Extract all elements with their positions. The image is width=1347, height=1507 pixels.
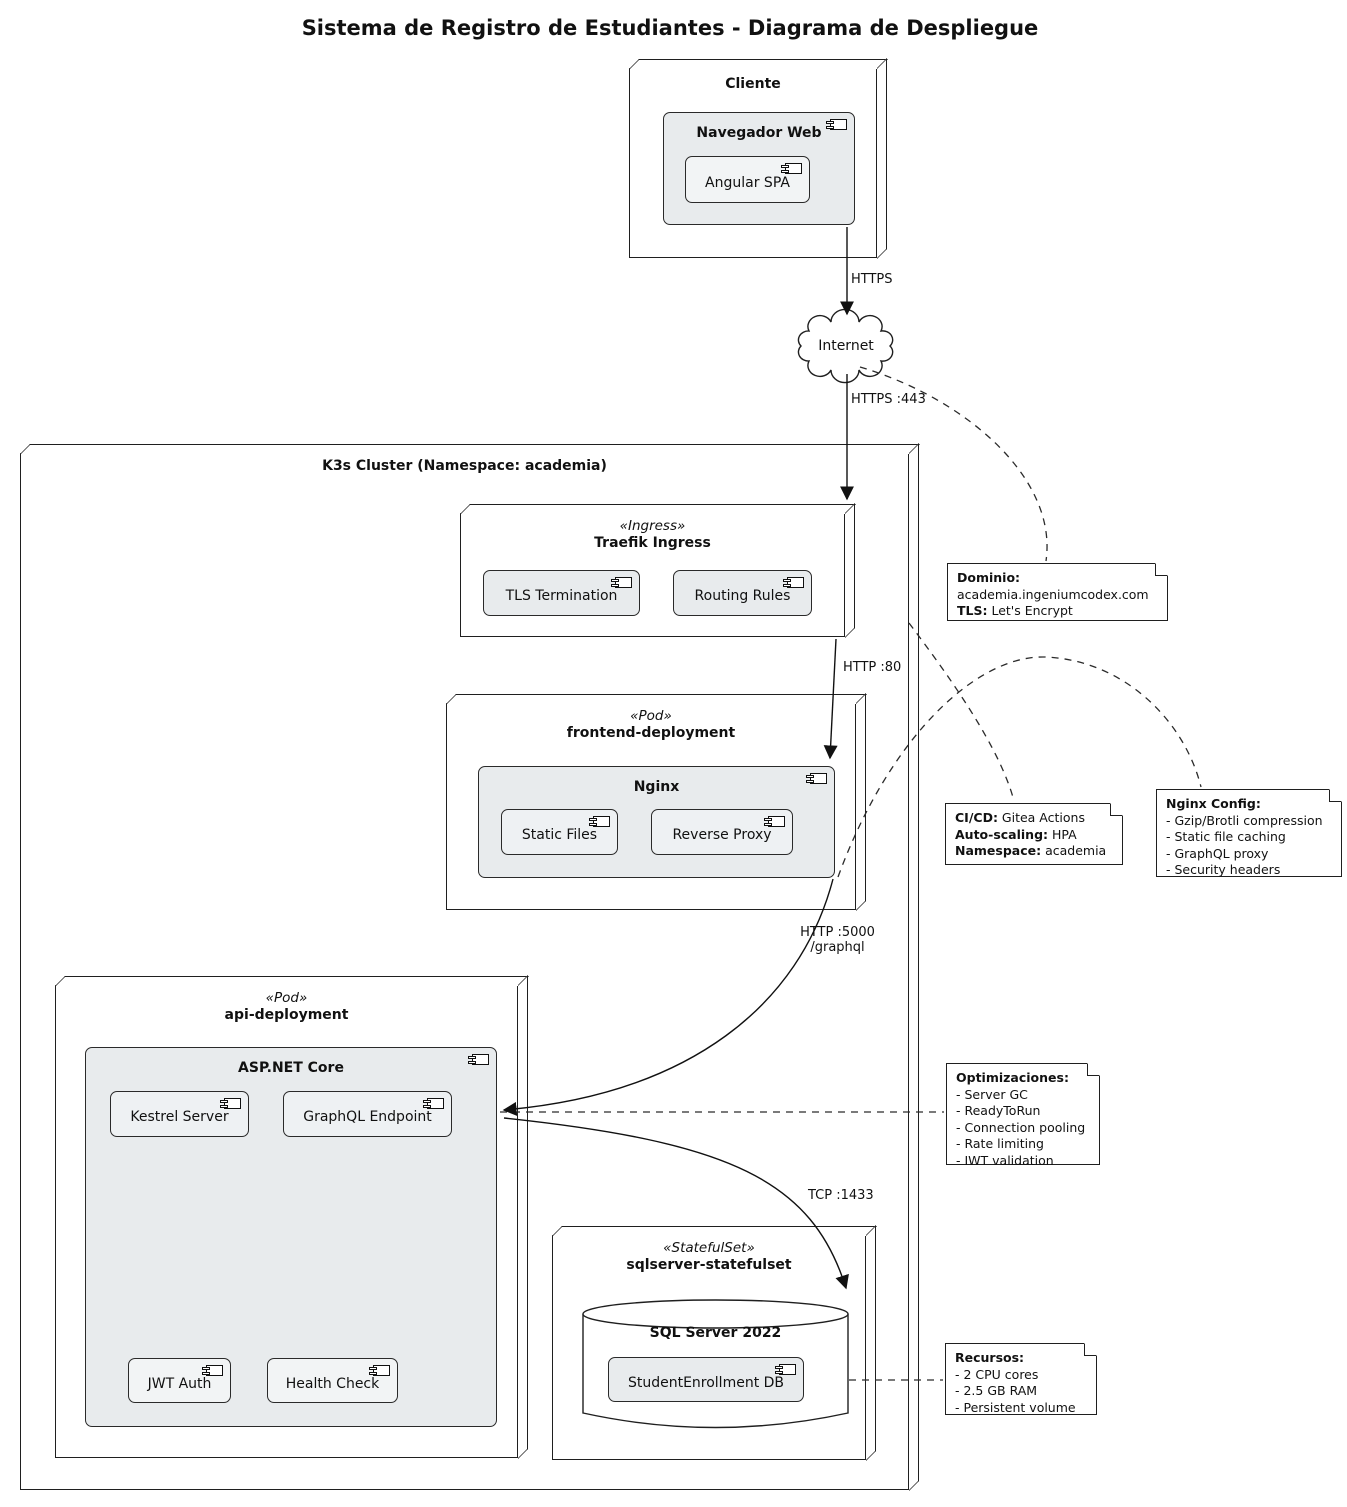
node-3d-top-face bbox=[628, 58, 888, 69]
note-fold-icon bbox=[1087, 1064, 1099, 1076]
component-navegador-web-title: Navegador Web bbox=[696, 125, 822, 141]
component-angular-spa: Angular SPA bbox=[685, 156, 810, 203]
node-3d-top-face bbox=[445, 693, 867, 704]
node-3d-right-face bbox=[908, 442, 919, 1491]
node-api-stereotype: «Pod» bbox=[265, 990, 308, 1006]
component-jwt-auth-label: JWT Auth bbox=[147, 1375, 212, 1392]
node-3d-right-face bbox=[855, 692, 866, 911]
node-statefulset-stereotype: «StatefulSet» bbox=[663, 1240, 755, 1256]
node-3d-top-face bbox=[551, 1225, 877, 1236]
component-nginx-title: Nginx bbox=[633, 779, 680, 795]
node-3d-right-face bbox=[517, 974, 528, 1459]
component-icon bbox=[610, 577, 632, 588]
edge-label-http-80: HTTP :80 bbox=[843, 660, 902, 675]
edge-label-tcp-1433: TCP :1433 bbox=[808, 1188, 874, 1203]
note-fold-icon bbox=[1110, 804, 1122, 816]
component-icon bbox=[201, 1365, 223, 1376]
component-health-check: Health Check bbox=[267, 1358, 398, 1403]
component-icon bbox=[219, 1098, 241, 1109]
note-optimizaciones: Optimizaciones: - Server GC - ReadyToRun… bbox=[946, 1063, 1100, 1165]
component-kestrel-server-label: Kestrel Server bbox=[130, 1109, 229, 1125]
node-3d-right-face bbox=[876, 57, 887, 259]
node-k3s-cluster-title: K3s Cluster (Namespace: academia) bbox=[322, 458, 607, 474]
component-icon bbox=[467, 1054, 489, 1065]
component-student-enrollment-db: StudentEnrollment DB bbox=[608, 1357, 804, 1402]
edge-label-http-5000: HTTP :5000 /graphql bbox=[800, 925, 875, 955]
component-routing-rules: Routing Rules bbox=[673, 570, 812, 616]
node-traefik-title: Traefik Ingress bbox=[594, 535, 711, 551]
component-routing-rules-label: Routing Rules bbox=[694, 588, 791, 604]
component-angular-spa-label: Angular SPA bbox=[705, 174, 790, 191]
component-jwt-auth: JWT Auth bbox=[128, 1358, 231, 1403]
component-icon bbox=[368, 1365, 390, 1376]
database-sql-server-title: SQL Server 2022 bbox=[649, 1325, 782, 1341]
component-tls-termination: TLS Termination bbox=[483, 570, 640, 616]
node-statefulset-title: sqlserver-statefulset bbox=[626, 1257, 792, 1273]
component-static-files: Static Files bbox=[501, 809, 618, 855]
node-api-title: api-deployment bbox=[224, 1007, 349, 1023]
component-icon bbox=[422, 1098, 444, 1109]
edge-label-https-443: HTTPS :443 bbox=[851, 392, 926, 407]
component-icon bbox=[805, 773, 827, 784]
component-tls-termination-label: TLS Termination bbox=[505, 588, 618, 604]
node-cliente-title: Cliente bbox=[725, 76, 781, 92]
component-icon bbox=[782, 577, 804, 588]
node-3d-right-face bbox=[844, 502, 855, 638]
note-recursos: Recursos: - 2 CPU cores - 2.5 GB RAM - P… bbox=[945, 1343, 1097, 1415]
component-graphql-endpoint: GraphQL Endpoint bbox=[283, 1091, 452, 1137]
node-3d-top-face bbox=[19, 443, 920, 454]
note-link-cicd bbox=[908, 622, 1015, 802]
note-fold-icon bbox=[1155, 564, 1167, 576]
component-static-files-label: Static Files bbox=[521, 827, 598, 843]
component-aspnet-core-title: ASP.NET Core bbox=[238, 1060, 344, 1076]
component-kestrel-server: Kestrel Server bbox=[110, 1091, 249, 1137]
node-3d-right-face bbox=[865, 1224, 876, 1461]
internet-cloud-label: Internet bbox=[818, 338, 874, 354]
node-3d-top-face bbox=[459, 503, 856, 514]
note-nginx-config: Nginx Config: - Gzip/Brotli compression … bbox=[1156, 789, 1342, 877]
component-icon bbox=[588, 816, 610, 827]
diagram-title: Sistema de Registro de Estudiantes - Dia… bbox=[301, 16, 1039, 40]
component-reverse-proxy: Reverse Proxy bbox=[651, 809, 793, 855]
note-cicd: CI/CD: Gitea Actions Auto-scaling: HPA N… bbox=[945, 803, 1123, 865]
node-frontend-title: frontend-deployment bbox=[566, 725, 736, 741]
node-frontend-stereotype: «Pod» bbox=[630, 708, 672, 724]
node-3d-top-face bbox=[54, 975, 529, 986]
note-fold-icon bbox=[1329, 790, 1341, 802]
component-student-enrollment-db-label: StudentEnrollment DB bbox=[627, 1374, 785, 1391]
node-traefik-stereotype: «Ingress» bbox=[619, 518, 686, 534]
note-fold-icon bbox=[1084, 1344, 1096, 1356]
component-health-check-label: Health Check bbox=[285, 1375, 380, 1392]
component-icon bbox=[763, 816, 785, 827]
component-reverse-proxy-label: Reverse Proxy bbox=[672, 827, 772, 843]
note-dominio: Dominio: academia.ingeniumcodex.com TLS:… bbox=[947, 563, 1168, 621]
component-icon bbox=[825, 119, 847, 130]
component-graphql-endpoint-label: GraphQL Endpoint bbox=[303, 1109, 432, 1125]
component-icon bbox=[774, 1364, 796, 1375]
component-icon bbox=[780, 163, 802, 174]
edge-label-https: HTTPS bbox=[851, 272, 893, 287]
